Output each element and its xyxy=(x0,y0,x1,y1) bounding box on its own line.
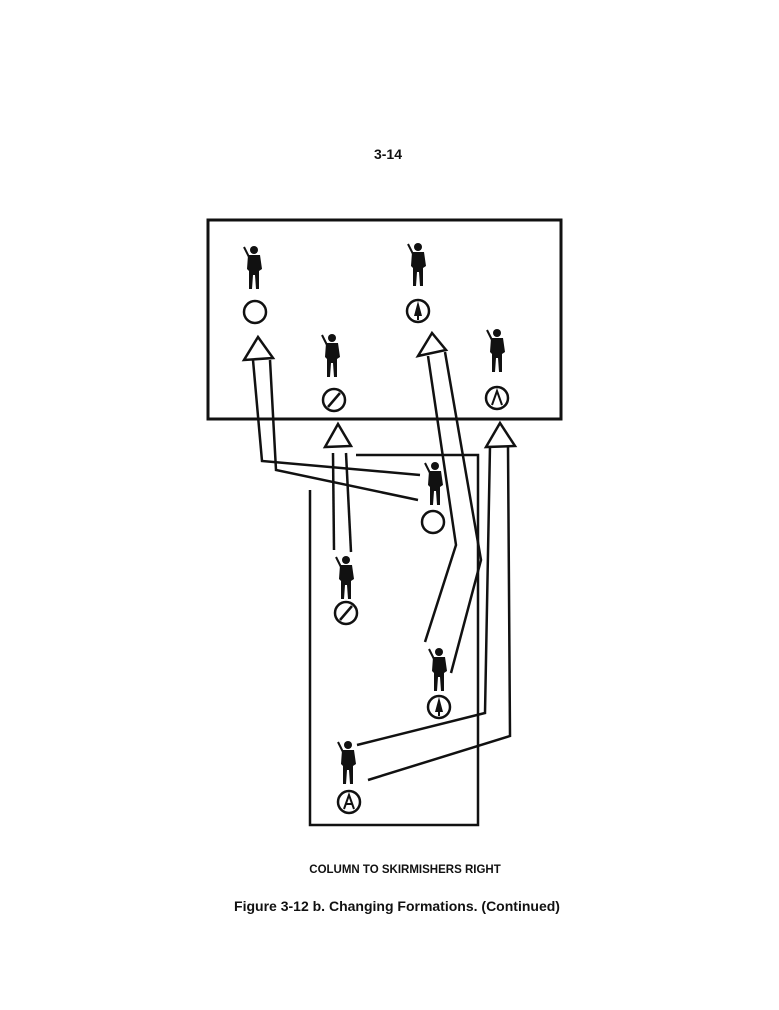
page-number: 3-14 xyxy=(373,146,403,162)
soldier-icon xyxy=(424,461,444,506)
skirmisher-formation-box xyxy=(206,218,563,421)
soldier-icon xyxy=(243,245,263,290)
soldier-icon xyxy=(337,740,357,785)
soldier-icon xyxy=(335,555,355,600)
empty-circle-icon xyxy=(242,299,268,325)
letter-a-circle-icon xyxy=(336,789,362,815)
column-formation-box xyxy=(308,453,480,827)
slash-circle-icon xyxy=(321,387,347,413)
soldier-icon xyxy=(407,242,427,287)
soldiers xyxy=(243,242,506,785)
soldier-icon xyxy=(486,328,506,373)
empty-circle-icon xyxy=(420,509,446,535)
movement-arrow-3 xyxy=(415,330,483,674)
movement-arrow-4 xyxy=(356,420,518,782)
soldier-icon xyxy=(428,647,448,692)
movement-arrow-2 xyxy=(322,421,354,553)
soldier-icon xyxy=(321,333,341,378)
arrow-circle-icon xyxy=(426,694,452,720)
figure-title: Figure 3-12 b. Changing Formations. (Con… xyxy=(234,898,560,914)
movement-arrow-1 xyxy=(241,334,421,502)
arrow-circle-icon xyxy=(405,298,431,324)
diagram-caption: COLUMN TO SKIRMISHERS RIGHT xyxy=(309,864,501,876)
letter-a-circle-icon xyxy=(484,385,510,411)
slash-circle-icon xyxy=(333,600,359,626)
